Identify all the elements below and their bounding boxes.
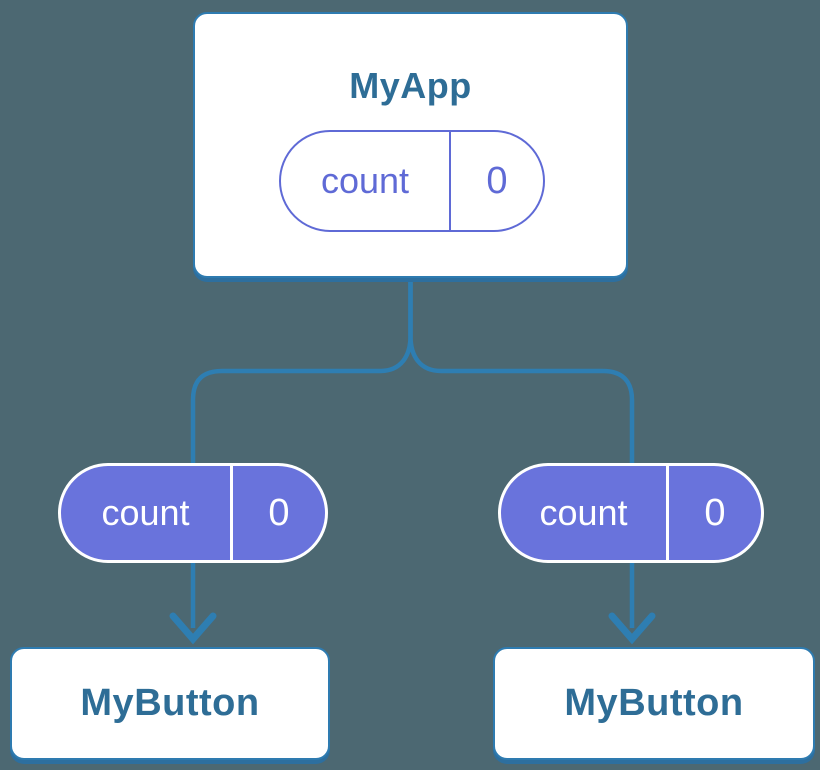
left-prop-pill-value: 0 — [230, 466, 325, 560]
right-prop-pill-key: count — [539, 492, 628, 533]
left-arrow-down-icon — [169, 612, 217, 645]
state-pill-key: count — [320, 160, 410, 201]
left-mybutton-node: MyButton — [10, 647, 330, 760]
right-mybutton-node: MyButton — [493, 647, 815, 760]
left-prop-pill: count 0 — [58, 463, 328, 563]
right-mybutton-node-label: MyButton — [564, 682, 744, 724]
right-prop-pill-value: 0 — [666, 466, 761, 560]
left-prop-pill-key: count — [101, 492, 190, 533]
myapp-state-pill: count 0 — [279, 130, 545, 232]
right-arrow-down-icon — [608, 612, 656, 645]
right-branch-connector — [408, 278, 635, 628]
state-pill-value: 0 — [449, 132, 543, 230]
left-branch-connector — [190, 278, 413, 628]
right-prop-pill: count 0 — [498, 463, 764, 563]
myapp-node: MyApp count 0 — [193, 12, 628, 278]
left-mybutton-node-label: MyButton — [80, 682, 260, 724]
myapp-node-label: MyApp — [349, 65, 472, 106]
